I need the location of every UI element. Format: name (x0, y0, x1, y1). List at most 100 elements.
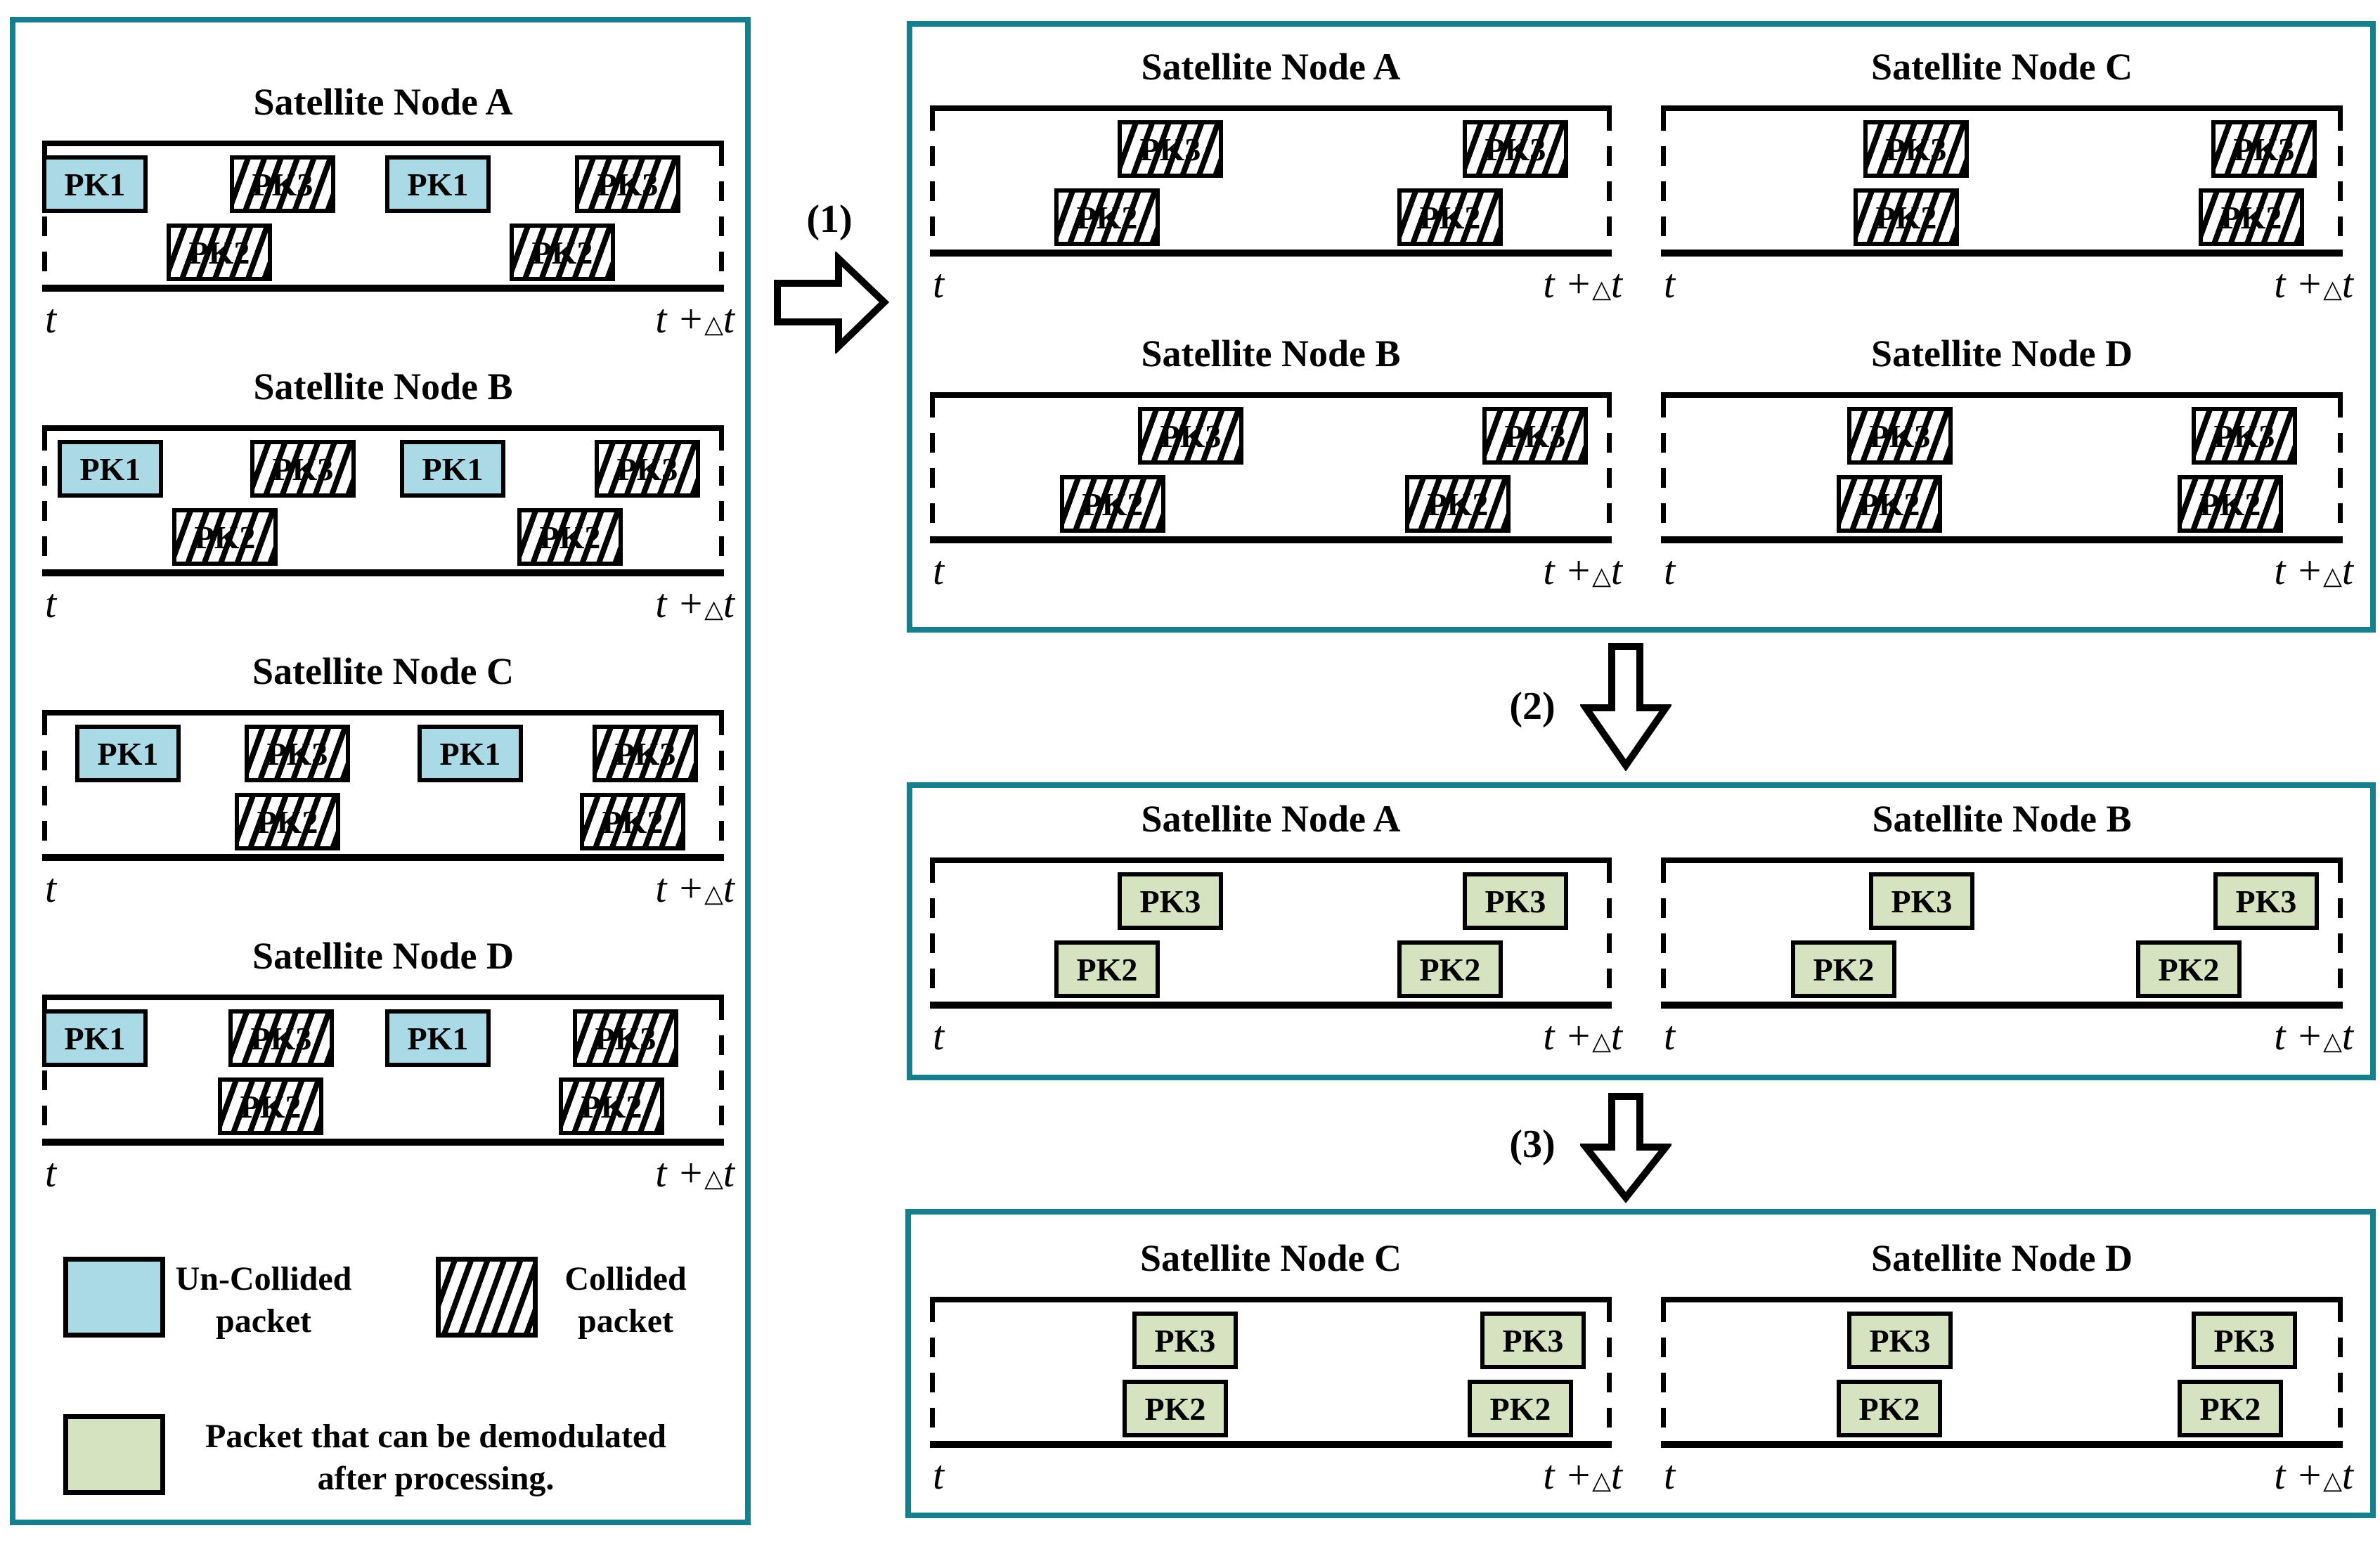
axis-label-start: t (45, 865, 57, 911)
step-2-label: (2) (1509, 685, 1556, 728)
packet-pk3-collided: PK3 (1847, 407, 1953, 465)
timeline-dashed-edge (930, 111, 935, 250)
node-title: Satellite Node D (1871, 332, 2133, 375)
packet-pk3-demodulated: PK3 (1869, 872, 1974, 930)
node-title: Satellite Node C (1140, 1237, 1402, 1279)
packet-pk1-uncollided: PK1 (75, 725, 181, 782)
delta-symbol: △ (704, 1165, 723, 1192)
delta-symbol: △ (1592, 562, 1611, 590)
delta-symbol: △ (2323, 1028, 2342, 1055)
legend-swatch-collided (436, 1257, 538, 1338)
packet-pk2-collided: PK2 (1405, 475, 1511, 533)
timeline-dashed-edge (42, 716, 47, 854)
axis-label-start: t (933, 261, 945, 306)
node-title: Satellite Node D (252, 935, 514, 977)
timeline-dashed-edge (930, 863, 935, 1002)
timeline-dashed-edge (1661, 863, 1666, 1002)
node-title: Satellite Node B (1872, 798, 2132, 840)
axis-label-end: t +△t (2274, 548, 2353, 593)
node-title: Satellite Node A (1141, 46, 1401, 88)
step-3-label: (3) (1509, 1122, 1556, 1166)
down-arrow-icon (1580, 1093, 1671, 1203)
step-1-label: (1) (806, 198, 853, 241)
packet-pk2-collided: PK2 (559, 1077, 664, 1135)
delta-symbol: △ (1592, 1028, 1611, 1055)
packet-pk3-collided: PK3 (1118, 120, 1223, 178)
packet-pk3-demodulated: PK3 (2213, 872, 2319, 930)
timeline-dashed-edge (719, 716, 724, 854)
packet-pk3-demodulated: PK3 (1463, 872, 1568, 930)
axis-label-start: t (45, 1150, 57, 1196)
delta-symbol: △ (2323, 1467, 2342, 1494)
packet-pk3-demodulated: PK3 (2192, 1312, 2297, 1369)
packet-pk2-collided: PK2 (2199, 188, 2304, 246)
packet-pk3-demodulated: PK3 (1118, 872, 1223, 930)
packet-pk2-collided: PK2 (218, 1077, 323, 1135)
packet-pk2-collided: PK2 (2178, 475, 2283, 533)
packet-pk1-uncollided: PK1 (385, 155, 491, 213)
timeline-dashed-edge (1607, 398, 1612, 536)
axis-label-start: t (933, 1452, 945, 1498)
axis-label-end: t +△t (1543, 1013, 1622, 1059)
delta-symbol: △ (2323, 562, 2342, 590)
timeline-dashed-edge (719, 431, 724, 569)
timeline-dashed-edge (42, 146, 47, 285)
timeline-dashed-edge (1607, 863, 1612, 1002)
axis-labels: t t +△t (1661, 262, 2353, 311)
timeline-dashed-edge (42, 1000, 47, 1139)
legend-swatch-demodulated (63, 1414, 165, 1495)
packet-pk2-demodulated: PK2 (1837, 1380, 1942, 1437)
delta-symbol: △ (1592, 276, 1611, 303)
packet-pk1-uncollided: PK1 (418, 725, 523, 782)
axis-label-end: t +△t (1543, 548, 1622, 593)
axis-label-start: t (1664, 1013, 1676, 1059)
axis-labels: t t +△t (42, 297, 735, 347)
axis-label-start: t (45, 296, 57, 342)
delta-symbol: △ (704, 880, 723, 907)
axis-label-end: t +△t (655, 296, 735, 342)
timeline-dashed-edge (2338, 111, 2343, 250)
packet-pk2-demodulated: PK2 (1468, 1380, 1573, 1437)
packet-pk3-collided: PK3 (1863, 120, 1969, 178)
packet-pk2-collided: PK2 (172, 508, 278, 566)
packet-pk2-collided: PK2 (1837, 475, 1942, 533)
packet-pk2-collided: PK2 (1854, 188, 1959, 246)
packet-pk2-collided: PK2 (1397, 188, 1503, 246)
delta-symbol: △ (704, 311, 723, 338)
axis-label-end: t +△t (655, 865, 735, 911)
timeline-dashed-edge (1661, 111, 1666, 250)
axis-label-start: t (933, 1013, 945, 1059)
timeline-dashed-edge (719, 1000, 724, 1139)
packet-pk2-collided: PK2 (1054, 188, 1160, 246)
packet-pk2-collided: PK2 (235, 793, 340, 850)
node-title: Satellite Node B (1141, 332, 1401, 375)
axis-label-end: t +△t (1543, 261, 1622, 306)
axis-label-start: t (1664, 548, 1676, 593)
right-arrow-icon (774, 252, 890, 354)
axis-label-start: t (1664, 261, 1676, 306)
packet-pk2-demodulated: PK2 (1054, 940, 1160, 998)
axis-label-start: t (933, 548, 945, 593)
packet-pk3-demodulated: PK3 (1847, 1312, 1953, 1369)
timeline-dashed-edge (1607, 1302, 1612, 1441)
packet-pk3-demodulated: PK3 (1132, 1312, 1238, 1369)
packet-pk3-collided: PK3 (573, 1009, 678, 1067)
packet-pk3-collided: PK3 (575, 155, 680, 213)
packet-pk2-demodulated: PK2 (1123, 1380, 1228, 1437)
packet-pk2-collided: PK2 (517, 508, 623, 566)
packet-pk3-collided: PK3 (1138, 407, 1243, 465)
axis-label-end: t +△t (2274, 261, 2353, 306)
packet-pk3-collided: PK3 (593, 725, 698, 782)
